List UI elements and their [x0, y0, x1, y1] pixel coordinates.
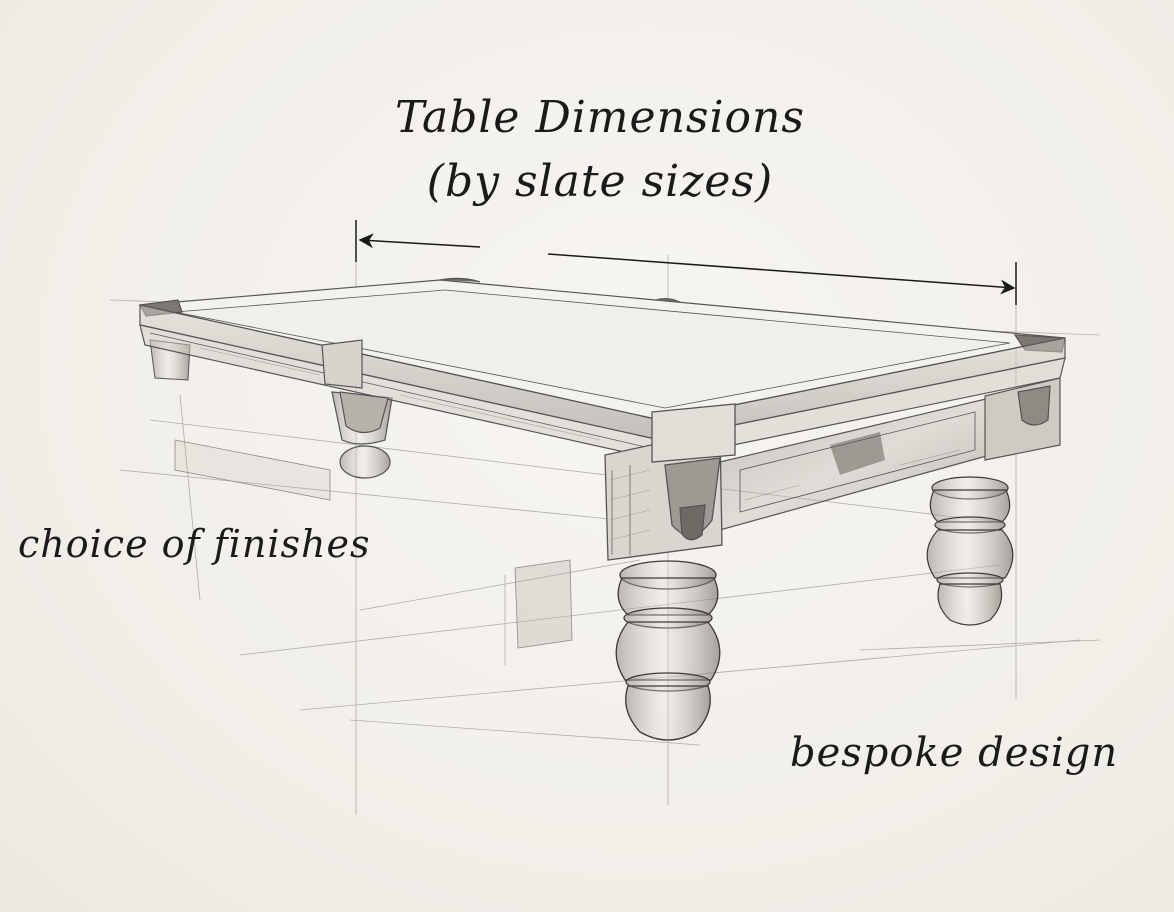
front-corner-block	[604, 403, 736, 561]
middle-pocket-block	[321, 339, 389, 434]
right-pocket-block	[984, 377, 1061, 461]
front-long-rail	[139, 304, 661, 461]
title-line-1: Table Dimensions	[395, 92, 805, 143]
hatching	[199, 347, 961, 541]
front-turned-leg	[615, 560, 721, 741]
finishes-label: choice of finishes	[18, 522, 371, 566]
design-label: bespoke design	[790, 730, 1119, 776]
title-line-2: (by slate sizes)	[426, 156, 774, 207]
right-turned-leg	[926, 476, 1014, 626]
floor-shadow	[174, 439, 573, 649]
apron-panel	[719, 397, 991, 531]
dimension-arrow	[355, 220, 1017, 305]
